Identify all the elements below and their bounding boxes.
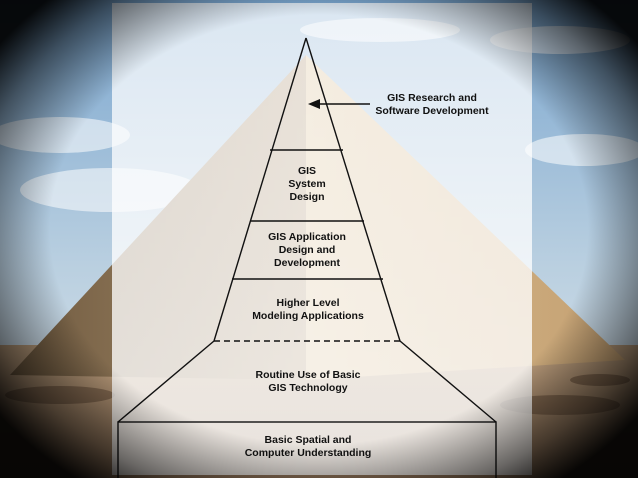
tier-label-application-design: GIS Application Design and Development	[268, 231, 346, 269]
tier-label-basic-spatial: Basic Spatial and Computer Understanding	[244, 434, 372, 459]
tier-label-routine-use: Routine Use of Basic GIS Technology	[255, 369, 361, 394]
tier-label-research: GIS Research and Software Development	[375, 92, 489, 117]
tier-label-system-design: GIS System Design	[288, 165, 326, 203]
tier-label-higher-level: Higher Level Modeling Applications	[252, 297, 364, 322]
